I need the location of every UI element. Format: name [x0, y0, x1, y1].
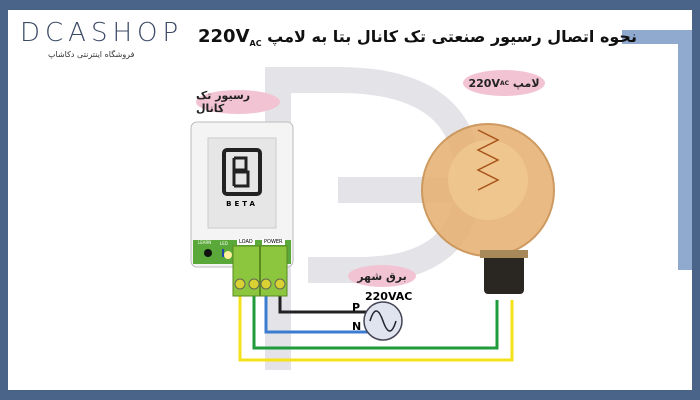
accent-strip — [622, 30, 692, 270]
wire-yellow — [238, 290, 514, 362]
wire-blue — [264, 290, 368, 334]
neutral-label: N — [352, 320, 362, 333]
title-sub: AC — [249, 39, 262, 49]
beta-logo-icon — [222, 148, 262, 196]
lamp-socket — [484, 250, 524, 294]
load-label: LOAD — [237, 239, 255, 245]
diagram — [190, 67, 555, 370]
canvas: DCASHOP فروشگاه اینترنتی دکاشاپ 220VAC ن… — [8, 10, 692, 390]
title-voltage: 220V — [198, 26, 250, 47]
led-label: LED — [220, 241, 228, 246]
logo-tagline: فروشگاه اینترنتی دکاشاپ — [48, 50, 135, 59]
mains-label: برق شهر — [348, 265, 416, 287]
lamp-voltage: 220V — [468, 76, 500, 90]
page-title: 220VAC نحوه اتصال رسیور صنعتی تک کانال ب… — [198, 26, 637, 48]
phase-label: P — [352, 301, 361, 314]
lamp-text: لامپ — [512, 76, 540, 90]
logo-brand: DCASHOP — [20, 18, 184, 48]
source-voltage: 220VAC — [365, 290, 413, 303]
learn-label: LEARN — [198, 240, 212, 245]
lamp-sub: AC — [499, 79, 510, 87]
wire-black — [278, 290, 368, 314]
receiver-label: رسیور تک کانال — [196, 89, 280, 115]
device-brand: BETA — [226, 200, 258, 208]
title-text: نحوه اتصال رسیور صنعتی تک کانال بتا به ل… — [267, 27, 637, 46]
wire-green — [252, 290, 499, 350]
terminal-blocks — [232, 245, 288, 297]
power-label: POWER — [262, 239, 285, 245]
